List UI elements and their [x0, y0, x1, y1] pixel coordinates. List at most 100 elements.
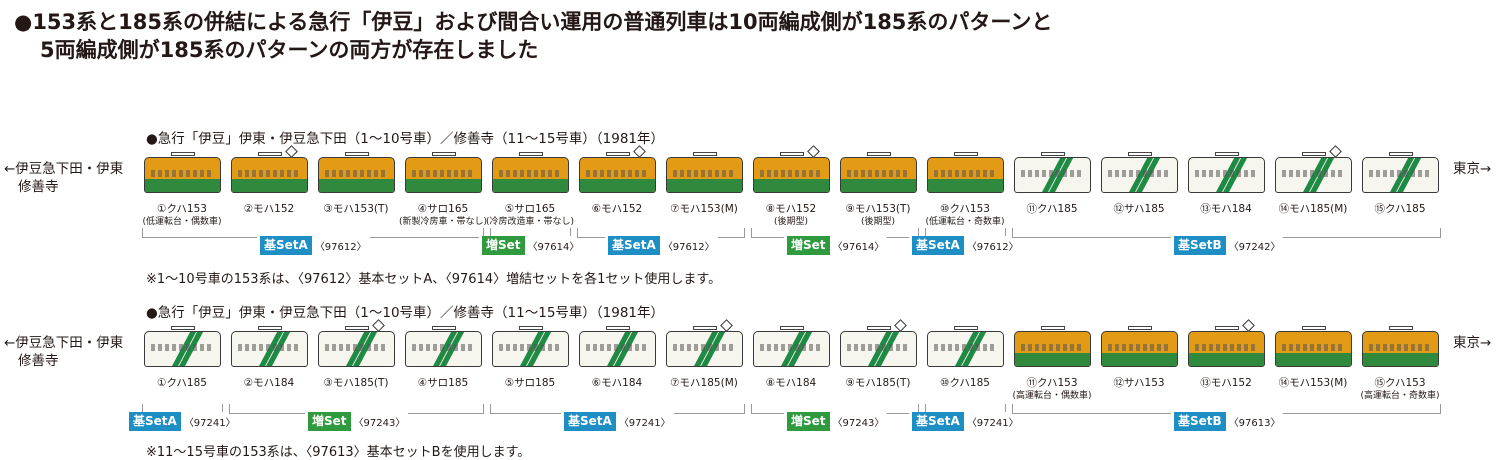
- car-label: ②モハ152: [224, 203, 314, 216]
- roof-equipment: [1215, 152, 1239, 156]
- train-car: [318, 157, 395, 193]
- car-name: ⑤サロ165: [504, 203, 556, 215]
- car-note: (高運転台・偶数車): [1012, 391, 1092, 401]
- car-windows: [586, 344, 649, 351]
- car-name: ③モハ153(T): [323, 203, 389, 215]
- formation-2-title: ●急行「伊豆」伊東・伊豆急下田（1〜10号車）／修善寺（11〜15号車）（198…: [146, 305, 665, 321]
- set-tag: 基SetA: [608, 236, 660, 255]
- roof-equipment: [780, 152, 804, 156]
- pantograph-icon: [807, 145, 820, 158]
- car-name: ⑩クハ153: [940, 203, 990, 215]
- car-windows: [1108, 170, 1171, 177]
- set-tag: 増Set: [308, 412, 351, 431]
- train-car: [666, 331, 743, 367]
- train-car: [1101, 331, 1178, 367]
- set-code: 〈97241〉: [618, 418, 671, 429]
- pantograph-icon: [1329, 145, 1342, 158]
- roof-equipment: [954, 152, 978, 156]
- roof-equipment: [1302, 326, 1326, 330]
- pantograph-icon: [720, 319, 733, 332]
- set-code: 〈97612〉: [662, 242, 715, 253]
- train-car: [231, 331, 308, 367]
- roof-equipment: [1128, 152, 1152, 156]
- car-windows: [325, 344, 388, 351]
- car-name: ①クハ153: [157, 203, 207, 215]
- set-tag: 増Set: [787, 236, 830, 255]
- roof-equipment: [258, 326, 282, 330]
- formation-1-title: ●急行「伊豆」伊東・伊豆急下田（1〜10号車）／修善寺（11〜15号車）（198…: [146, 131, 665, 147]
- car-name: ⑪クハ185: [1026, 203, 1078, 215]
- car-name: ⑦モハ153(M): [670, 203, 738, 215]
- formation-2-right-direction: 東京→: [1453, 335, 1492, 351]
- formation-1-right-direction: 東京→: [1453, 161, 1492, 177]
- roof-equipment: [867, 326, 891, 330]
- roof-equipment: [1302, 152, 1326, 156]
- car-windows: [499, 170, 562, 177]
- car-name: ⑬モハ152: [1200, 377, 1252, 389]
- car-name: ⑫サハ185: [1113, 203, 1165, 215]
- car-name: ⑧モハ152: [765, 203, 817, 215]
- car-note: (新製冷房車・帯なし): [398, 217, 488, 227]
- car-windows: [151, 344, 214, 351]
- set-label: 基SetA〈97612〉: [257, 236, 370, 255]
- car-label: ⑫サハ153: [1094, 377, 1184, 390]
- train-car: [840, 157, 917, 193]
- set-label: 基SetB〈97242〉: [1171, 236, 1284, 255]
- car-windows: [1282, 170, 1345, 177]
- car-name: ②モハ184: [243, 377, 295, 389]
- car-note: (低運転台・偶数車): [142, 217, 222, 227]
- car-name: ④サロ185: [417, 377, 469, 389]
- car-name: ⑤サロ185: [504, 377, 556, 389]
- car-label: ⑤サロ185: [485, 377, 575, 390]
- car-name: ⑮クハ153: [1374, 377, 1426, 389]
- car-label: ④サロ165(新製冷房車・帯なし): [398, 203, 488, 229]
- car-label: ⑨モハ153(T)(後期型): [833, 203, 923, 229]
- train-car: [231, 157, 308, 193]
- train-car: [579, 331, 656, 367]
- pantograph-icon: [285, 145, 298, 158]
- train-car: [1101, 157, 1178, 193]
- set-code: 〈97614〉: [527, 242, 580, 253]
- roof-equipment: [1128, 326, 1152, 330]
- car-windows: [934, 170, 997, 177]
- pantograph-icon: [1242, 319, 1255, 332]
- train-car: [1275, 157, 1352, 193]
- roof-equipment: [432, 326, 456, 330]
- car-label: ⑥モハ152: [572, 203, 662, 216]
- set-label: 増Set〈97243〉: [305, 412, 409, 431]
- roof-equipment: [432, 152, 456, 156]
- train-car: [1188, 331, 1265, 367]
- train-car: [492, 331, 569, 367]
- car-windows: [1108, 344, 1171, 351]
- pantograph-icon: [633, 145, 646, 158]
- page-heading: ●153系と185系の併結による急行「伊豆」および間合い運用の普通列車は10両編…: [14, 8, 1052, 64]
- train-car: [579, 157, 656, 193]
- car-label: ⑩クハ153(低運転台・奇数車): [920, 203, 1010, 229]
- roof-equipment: [1389, 326, 1413, 330]
- car-label: ⑨モハ185(T): [833, 377, 923, 390]
- train-car: [1362, 157, 1439, 193]
- train-car: [666, 157, 743, 193]
- set-label: 基SetA〈97241〉: [561, 412, 674, 431]
- car-label: ①クハ185: [137, 377, 227, 390]
- roof-equipment: [1389, 152, 1413, 156]
- car-name: ⑨モハ185(T): [845, 377, 911, 389]
- car-name: ⑬モハ184: [1200, 203, 1252, 215]
- car-label: ⑤サロ165(冷房改造車・帯なし): [485, 203, 575, 229]
- car-windows: [412, 170, 475, 177]
- car-label: ⑦モハ153(M): [659, 203, 749, 216]
- car-windows: [673, 170, 736, 177]
- set-code: 〈97243〉: [832, 418, 885, 429]
- car-name: ⑦モハ185(M): [670, 377, 738, 389]
- roof-equipment: [345, 326, 369, 330]
- car-windows: [1195, 344, 1258, 351]
- car-windows: [586, 170, 649, 177]
- set-code: 〈97242〉: [1228, 242, 1281, 253]
- roof-equipment: [867, 152, 891, 156]
- train-car: [1014, 157, 1091, 193]
- car-label: ⑩クハ185: [920, 377, 1010, 390]
- roof-equipment: [519, 152, 543, 156]
- car-label: ⑥モハ184: [572, 377, 662, 390]
- car-name: ③モハ185(T): [323, 377, 389, 389]
- pantograph-icon: [372, 319, 385, 332]
